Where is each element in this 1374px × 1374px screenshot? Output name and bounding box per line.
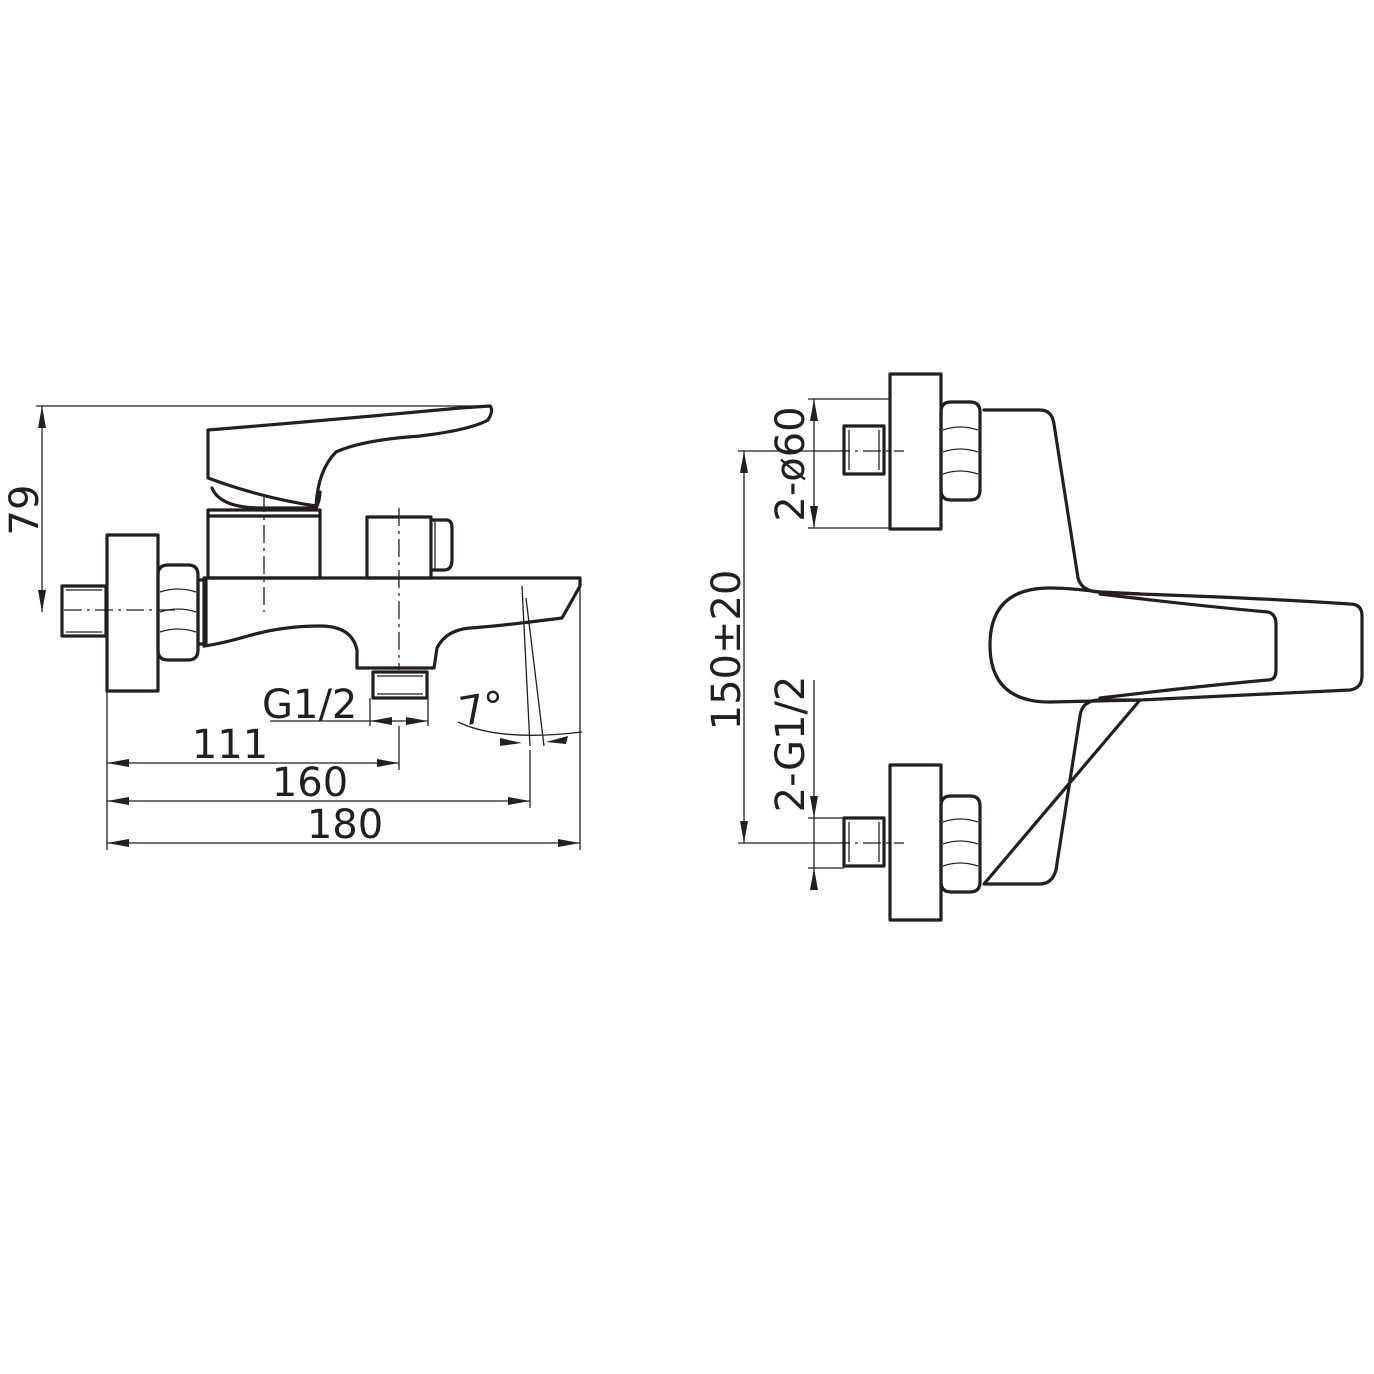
side-handle-lever <box>206 404 494 508</box>
front-view: 2-ø60 150±20 2-G1/2 <box>704 372 1364 922</box>
dim-angle-label: 7° <box>456 683 509 736</box>
side-view: 79 G1/2 7° 111 <box>2 404 583 850</box>
front-mixer-body <box>982 408 1142 886</box>
dim-angle: 7° <box>456 585 583 747</box>
dim-79: 79 <box>2 405 492 612</box>
front-lower-eccentric <box>832 763 982 922</box>
front-handle-lever <box>988 586 1364 704</box>
dim-outlet-thread: G1/2 <box>262 682 429 728</box>
dim-center-distance: 150±20 <box>704 450 832 844</box>
side-diverter-knob <box>365 515 454 580</box>
dim-111-label: 111 <box>192 722 268 768</box>
side-outlet-nipple <box>371 670 429 700</box>
front-handle-inset <box>1098 592 1278 700</box>
side-wall-flange <box>105 533 160 693</box>
dim-160-label: 160 <box>272 760 348 806</box>
dim-79-label: 79 <box>2 485 48 536</box>
side-handle-neck <box>210 486 322 510</box>
dim-160: 160 <box>107 760 530 806</box>
dim-flange-diameter-label: 2-ø60 <box>768 406 814 521</box>
dim-inlet-thread: 2-G1/2 <box>768 676 844 890</box>
front-upper-eccentric <box>832 372 982 531</box>
dim-inlet-thread-label: 2-G1/2 <box>768 676 814 813</box>
dim-flange-diameter: 2-ø60 <box>768 398 890 529</box>
side-inlet-pipe <box>60 584 108 638</box>
dim-outlet-thread-label: G1/2 <box>262 682 357 728</box>
side-hex-nut <box>156 563 200 662</box>
side-connector <box>196 578 208 646</box>
side-mixer-body <box>202 576 582 670</box>
dim-center-distance-label: 150±20 <box>704 570 750 731</box>
dim-180-label: 180 <box>307 802 383 848</box>
dim-180: 180 <box>107 802 580 848</box>
dim-111: 111 <box>107 722 399 768</box>
